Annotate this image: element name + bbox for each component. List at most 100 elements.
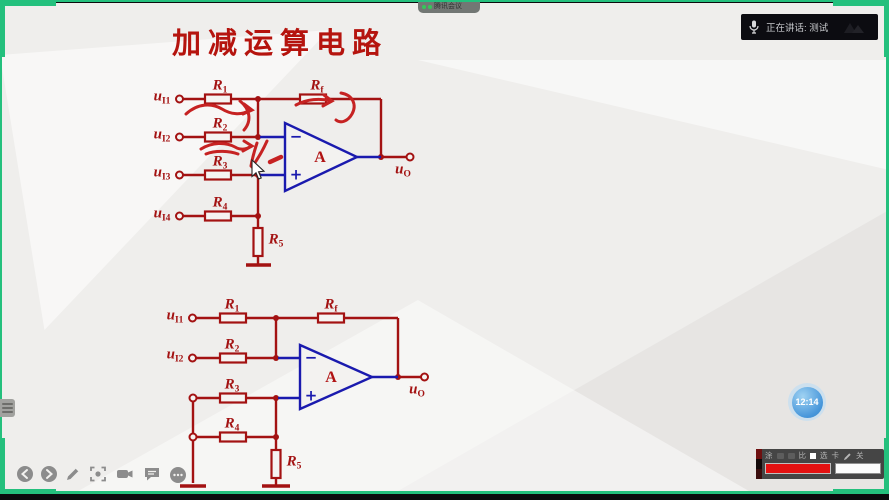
label-c1-r1: R1 <box>212 77 228 96</box>
chevron-right-icon <box>46 469 54 479</box>
label-c2-uo: uO <box>409 381 425 400</box>
share-frame-bottom <box>0 491 889 494</box>
share-frame-top <box>0 0 889 2</box>
color-chip[interactable] <box>756 469 762 479</box>
share-frame-left <box>0 0 2 494</box>
mouse-cursor <box>251 158 266 180</box>
annotation-dash <box>267 154 284 165</box>
chevron-left-icon <box>20 469 28 479</box>
speaking-indicator-bar: 正在讲话: 测试 <box>741 14 878 40</box>
share-frame-right <box>886 0 889 494</box>
resistor-r5 <box>270 448 282 480</box>
resistor-r1 <box>218 312 248 324</box>
meeting-pill-label: 腾讯会议 <box>434 3 462 10</box>
resistor-r3 <box>203 169 233 181</box>
resistor-r3 <box>218 392 248 404</box>
watermark-logo-icon <box>844 23 864 33</box>
c2-minus-sign: − <box>304 348 318 367</box>
speaking-label: 正在讲话: 测试 <box>766 23 829 34</box>
next-page-button[interactable] <box>40 465 58 483</box>
annotation-stroke <box>204 149 240 156</box>
resistor-r5 <box>252 226 264 258</box>
tool-glyph[interactable]: 涂 <box>765 451 773 460</box>
green-status-dot <box>422 4 426 9</box>
tool-placeholder-icon[interactable] <box>776 453 784 459</box>
pencil-icon <box>67 468 79 480</box>
c1-plus-sign: + <box>289 165 303 184</box>
c2-opamp-label: A <box>325 369 337 386</box>
annotation-v-left <box>249 141 259 168</box>
label-c2-rf: Rf <box>324 296 338 315</box>
label-c2-ui1: uI1 <box>166 307 184 326</box>
label-c2-r5: R5 <box>286 453 302 472</box>
label-c1-r5: R5 <box>268 231 284 250</box>
meeting-pill[interactable]: 腾讯会议 <box>418 0 480 13</box>
annotation-arrowhead <box>241 139 255 153</box>
circuit1-terminals <box>175 94 415 221</box>
slide-title: 加减运算电路 <box>172 26 389 60</box>
label-c1-ui2: uI2 <box>153 126 171 145</box>
pen-annotations <box>184 91 356 169</box>
select-region-button[interactable] <box>89 465 107 483</box>
color-chip[interactable] <box>756 449 762 459</box>
ellipsis-icon <box>180 473 183 477</box>
label-c1-ui1: uI1 <box>153 88 171 107</box>
option-glyph[interactable]: 选 <box>820 451 828 460</box>
video-camera-icon <box>117 470 128 478</box>
alt-color-bar[interactable] <box>835 463 881 474</box>
camera-button[interactable] <box>116 465 134 483</box>
option-glyph[interactable]: 卡 <box>831 451 840 460</box>
resistor-r4 <box>218 431 248 443</box>
c1-opamp-label: A <box>314 149 326 166</box>
close-glyph[interactable]: 关 <box>856 451 864 460</box>
clock-time: 12:14 <box>795 397 819 407</box>
annotation-mini-panel[interactable]: 涂 比 选 卡 关 <box>756 449 884 479</box>
green-status-dot <box>428 4 432 9</box>
color-chip-strip[interactable] <box>756 449 762 479</box>
pencil-icon[interactable] <box>843 452 852 461</box>
previous-page-button[interactable] <box>16 465 34 483</box>
more-options-button[interactable] <box>169 466 187 484</box>
circuit2-resistors <box>218 312 346 480</box>
focus-brackets-icon <box>90 466 106 482</box>
sidebar-handle[interactable] <box>0 399 15 417</box>
c2-plus-sign: + <box>304 386 318 405</box>
selected-color-bar[interactable] <box>765 463 831 474</box>
opamp-triangle <box>298 343 375 411</box>
annotation-stroke-r1 <box>184 103 252 116</box>
label-c2-r4: R4 <box>224 415 240 434</box>
annotation-arrowhead <box>321 93 335 108</box>
color-chip[interactable] <box>756 459 762 469</box>
circuit1-opamp <box>260 121 381 193</box>
white-swatch-icon[interactable] <box>810 453 816 459</box>
hamburger-icon <box>2 403 13 405</box>
label-c1-r4: R4 <box>212 194 228 213</box>
circuit2-terminals <box>188 313 429 442</box>
label-c1-uo: uO <box>395 161 411 180</box>
bottom-letterbox <box>0 494 889 500</box>
circuit2-wires <box>180 316 421 488</box>
resistor-r2 <box>218 352 248 364</box>
c1-minus-sign: − <box>289 127 303 146</box>
floating-clock-bubble[interactable]: 12:14 <box>788 383 826 421</box>
annotation-stroke-r2 <box>199 142 253 151</box>
label-c1-ui3: uI3 <box>153 164 171 183</box>
tool-placeholder-icon[interactable] <box>787 453 795 459</box>
label-c1-rf: Rf <box>310 77 324 96</box>
resistor-r2 <box>203 131 233 143</box>
circuit1-wires <box>183 97 406 267</box>
chat-button[interactable] <box>143 465 161 483</box>
circuit2-opamp <box>278 343 398 411</box>
resistor-r1 <box>203 93 233 105</box>
label-c2-r2: R2 <box>224 336 240 355</box>
ratio-glyph[interactable]: 比 <box>798 451 807 460</box>
label-c2-r3: R3 <box>224 376 240 395</box>
microphone-icon <box>749 20 759 34</box>
circuit2-nodes <box>273 315 401 440</box>
pen-tool-button[interactable] <box>64 465 82 483</box>
annotation-hook <box>238 99 251 132</box>
resistor-rf <box>316 312 346 324</box>
label-c2-ui2: uI2 <box>166 346 184 365</box>
